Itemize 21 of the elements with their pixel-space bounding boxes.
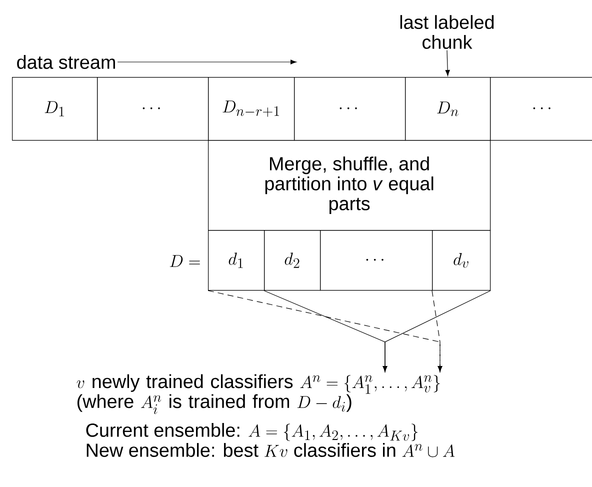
chunk-cell: $\cdots$ [320,230,433,291]
note-text: $\text{New ensemble: best }Kv\text{ classifiers in }A^n\cup A$ [86,443,455,458]
arrow [117,60,297,64]
chunk-cell: $D_1$ [12,77,98,141]
arrow [445,50,450,76]
chunk-cell: $D_n$ [405,77,491,141]
chunk-cell: $\cdots$ [294,77,406,141]
chunk-cell: $\cdots$ [490,77,592,141]
arrow [382,290,491,372]
chunk-cell: $d_2$ [264,230,321,291]
equation-label: $D=$ [170,255,200,267]
result-text: $v\text{ newly trained classifiers }A^n=\{A^n_1,\ldots,A^n_v\}$ $\text{(where }A^n_i\text{ is trained from }D-d_i\text{)}$ [76,374,440,414]
text-label: last labeled chunk [400,15,494,49]
chunk-cell: $d_v$ [432,230,491,291]
chunk-cell: $\cdots$ [97,77,209,141]
note-text: $\text{Current ensemble: }A=\{A_1,A_2,\ldots,A_{Kv}\}$ [86,422,418,441]
chunk-cell: $D_{n-r+1}$ [208,77,295,141]
chunk-cell: $d_1$ [208,230,265,291]
arrow [432,290,442,372]
process-box: Merge, shuffle, and partition into v equal parts [208,140,491,231]
text-label: data stream [17,55,115,69]
